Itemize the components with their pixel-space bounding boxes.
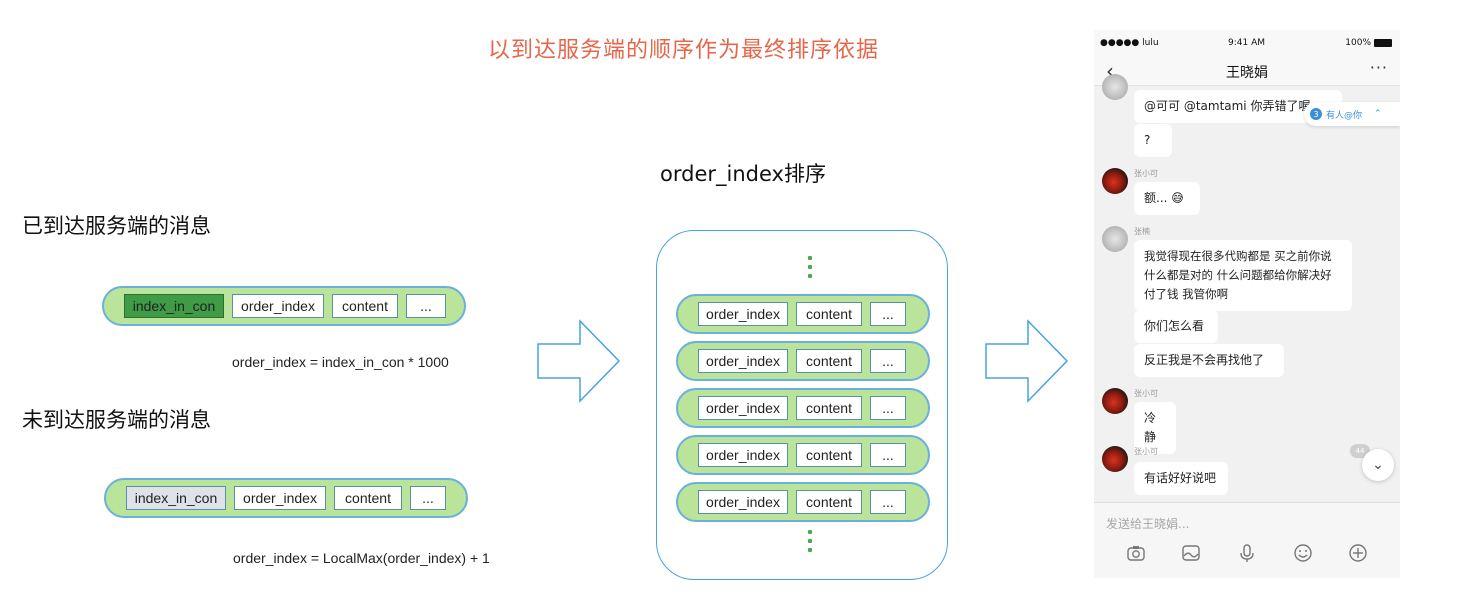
message-bubble: 冷静 bbox=[1134, 402, 1176, 454]
field-order-index: order_index bbox=[232, 294, 324, 318]
field-index-in-con: index_in_con bbox=[124, 294, 224, 318]
battery-text: 100% bbox=[1345, 38, 1371, 48]
sorted-row: order_index content ... bbox=[676, 388, 930, 428]
message-bubble: 有话好好说吧 bbox=[1134, 462, 1228, 495]
sender-name: 张小可 bbox=[1134, 389, 1158, 398]
sender-name: 张小可 bbox=[1134, 447, 1158, 456]
message-bubble: 你们怎么看 bbox=[1134, 310, 1218, 343]
more-icon[interactable]: ··· bbox=[1369, 58, 1388, 77]
field-ellipsis: ... bbox=[870, 443, 906, 467]
avatar[interactable] bbox=[1102, 388, 1128, 414]
back-icon[interactable]: ‹ bbox=[1106, 59, 1114, 83]
field-order-index: order_index bbox=[698, 490, 788, 514]
message-bubble: ? bbox=[1134, 124, 1172, 157]
diagram-title: 以到达服务端的顺序作为最终排序依据 bbox=[488, 38, 880, 63]
sorted-row: order_index content ... bbox=[676, 482, 930, 522]
message-bubble: @可可 @tamtami 你弄错了喔 bbox=[1134, 90, 1342, 123]
field-content: content bbox=[796, 490, 862, 514]
field-content: content bbox=[334, 486, 402, 510]
message-bubble: 我觉得现在很多代购都是 买之前你说什么都是对的 什么问题都给你解决好 付了钱 我… bbox=[1134, 240, 1352, 311]
field-order-index: order_index bbox=[698, 302, 788, 326]
plus-icon[interactable] bbox=[1348, 543, 1368, 563]
message-bubble: 反正我是不会再找他了 bbox=[1134, 344, 1284, 377]
chat-navbar: ‹ 王晓娟 ··· bbox=[1094, 56, 1400, 86]
mention-badge[interactable]: 3 有人@你 ⌃ bbox=[1304, 102, 1400, 126]
battery-icon bbox=[1374, 39, 1392, 47]
status-bar: ●●●●● lulu 9:41 AM 100% bbox=[1094, 30, 1400, 56]
avatar[interactable] bbox=[1102, 168, 1128, 194]
field-order-index: order_index bbox=[698, 349, 788, 373]
field-order-index: order_index bbox=[234, 486, 326, 510]
input-toolbar bbox=[1094, 543, 1400, 563]
field-content: content bbox=[332, 294, 398, 318]
sender-name: 张楠 bbox=[1134, 227, 1150, 236]
input-bar: 发送给王晓娟... bbox=[1094, 502, 1400, 578]
chat-title: 王晓娟 bbox=[1226, 65, 1268, 81]
sorted-row: order_index content ... bbox=[676, 294, 930, 334]
pending-label: 未到达服务端的消息 bbox=[22, 408, 211, 432]
field-content: content bbox=[796, 443, 862, 467]
sorted-label: order_index排序 bbox=[660, 162, 826, 186]
emoji-icon[interactable] bbox=[1293, 543, 1313, 563]
field-ellipsis: ... bbox=[406, 294, 446, 318]
sorted-row: order_index content ... bbox=[676, 341, 930, 381]
microphone-icon[interactable] bbox=[1237, 543, 1257, 563]
avatar[interactable] bbox=[1102, 446, 1128, 472]
message-bubble: 额... 😅 bbox=[1134, 182, 1200, 215]
field-index-in-con: index_in_con bbox=[126, 486, 226, 510]
collapse-icon: ⌃ bbox=[1374, 109, 1382, 119]
field-order-index: order_index bbox=[698, 443, 788, 467]
arrived-message-pill: index_in_con order_index content ... bbox=[102, 286, 466, 326]
image-icon[interactable] bbox=[1181, 543, 1201, 563]
carrier-text: ●●●●● lulu bbox=[1100, 38, 1159, 48]
battery-indicator: 100% bbox=[1345, 38, 1392, 48]
mention-text: 有人@你 bbox=[1326, 110, 1363, 121]
field-ellipsis: ... bbox=[410, 486, 446, 510]
field-content: content bbox=[796, 349, 862, 373]
camera-icon[interactable] bbox=[1126, 543, 1146, 563]
field-content: content bbox=[796, 302, 862, 326]
right-arrow-icon bbox=[537, 319, 621, 403]
vertical-ellipsis-icon bbox=[808, 256, 814, 278]
clock-text: 9:41 AM bbox=[1228, 38, 1265, 48]
field-order-index: order_index bbox=[698, 396, 788, 420]
message-input[interactable]: 发送给王晓娟... bbox=[1106, 517, 1190, 531]
right-arrow-icon bbox=[985, 319, 1069, 403]
sorted-row: order_index content ... bbox=[676, 435, 930, 475]
arrived-label: 已到达服务端的消息 bbox=[22, 214, 211, 238]
sender-name: 张小可 bbox=[1134, 169, 1158, 178]
chat-phone-screenshot: ●●●●● lulu 9:41 AM 100% ‹ 王晓娟 ··· @可可 @t… bbox=[1094, 30, 1400, 578]
arrived-formula: order_index = index_in_con * 1000 bbox=[232, 354, 449, 370]
pending-formula: order_index = LocalMax(order_index) + 1 bbox=[233, 550, 490, 566]
vertical-ellipsis-icon bbox=[808, 530, 814, 552]
field-ellipsis: ... bbox=[870, 490, 906, 514]
pending-message-pill: index_in_con order_index content ... bbox=[104, 478, 468, 518]
mention-count: 3 bbox=[1310, 108, 1322, 120]
avatar[interactable] bbox=[1102, 74, 1128, 100]
avatar[interactable] bbox=[1102, 226, 1128, 252]
field-ellipsis: ... bbox=[870, 302, 906, 326]
scroll-down-button[interactable]: ⌄ bbox=[1362, 449, 1394, 481]
field-ellipsis: ... bbox=[870, 349, 906, 373]
field-content: content bbox=[796, 396, 862, 420]
field-ellipsis: ... bbox=[870, 396, 906, 420]
